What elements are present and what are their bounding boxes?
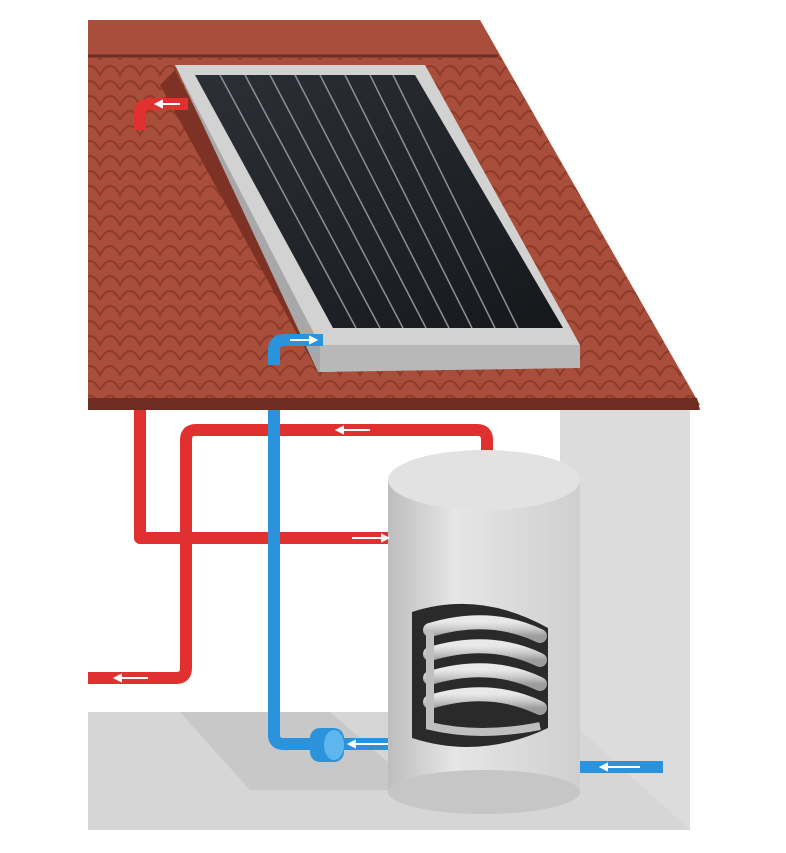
flow-arrow-collector-outlet [153, 99, 180, 109]
collector-absorber-lines [219, 74, 519, 329]
flow-arrow-cold-water-inlet [598, 762, 640, 772]
hot-water-pipes [88, 98, 493, 684]
return-line [268, 410, 405, 750]
pump-face [324, 730, 344, 760]
flow-arrows [112, 99, 640, 772]
flow-arrow-house-hot-out [112, 673, 148, 683]
circulation-pump [310, 728, 344, 762]
flow-arrow-tank-top-hot [334, 425, 370, 435]
supply-line-to-tank [134, 410, 405, 544]
roof-ridge [88, 20, 500, 58]
collector-inlet-pipe [268, 334, 323, 365]
flow-arrow-collector-inlet [290, 335, 319, 345]
heat-exchanger-coil [423, 615, 547, 715]
collector-frame-bottom [320, 345, 580, 372]
tank-top-pipe [88, 424, 493, 684]
flow-arrow-pump-return [346, 739, 388, 749]
tank-bottom-rim [388, 770, 580, 814]
collector-outlet-pipe [134, 98, 188, 130]
flow-arrow-tank-hot-supply [352, 533, 391, 543]
coil-pipe-vertical [426, 630, 541, 736]
roof-eave [88, 398, 700, 410]
storage-tank [388, 450, 580, 814]
tank-top [388, 450, 580, 510]
collector-glass [195, 75, 563, 328]
house-wall-right [560, 405, 690, 830]
solar-collector [160, 65, 580, 372]
floor-shadow [180, 712, 420, 790]
